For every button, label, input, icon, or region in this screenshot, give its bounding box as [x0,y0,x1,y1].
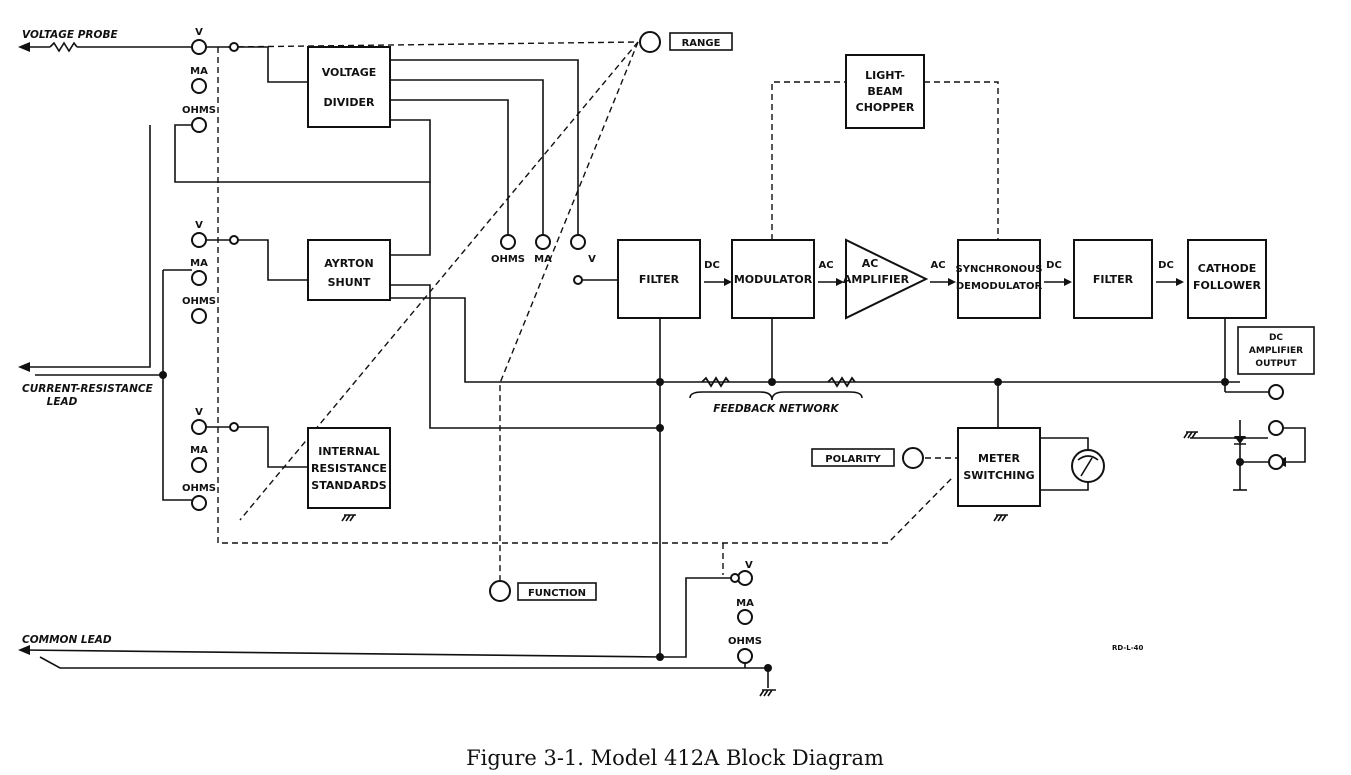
signal-labels: DC AC AC DC DC [704,260,1174,271]
feedback-network-label: FEEDBACK NETWORK [713,403,839,415]
sw3-ma-label: MA [190,445,208,456]
modulator-label: MODULATOR [734,273,813,286]
output-diode-icon [1234,436,1246,444]
wiring [21,41,1306,688]
switch-terminals [191,39,1284,664]
ac-amplifier-label-1: AC [862,257,879,270]
switch-labels: V MA OHMS V MA OHMS V MA OHMS OHMS MA V … [182,27,762,647]
ac-amplifier-label-2: AMPLIFIER [843,273,910,286]
sw2-v-label: V [195,220,203,231]
signal-arrows [18,42,1286,655]
cathode-label-2: FOLLOWER [1193,279,1261,292]
meter-icon [1071,449,1105,483]
output-label-2: AMPLIFIER [1249,346,1303,356]
meter-switching-block: METER SWITCHING [957,427,1041,507]
signal-dc-2: DC [1046,260,1062,271]
chopper-label-3: CHOPPER [856,101,915,114]
filter-out-block: FILTER [1073,239,1153,319]
chopper-label-1: LIGHT- [865,69,905,82]
ground-symbols [341,431,1247,697]
sw1-ma-label: MA [190,66,208,77]
signal-ac-1: AC [818,260,833,271]
internal-resistance-block: INTERNAL RESISTANCE STANDARDS [307,427,391,509]
signal-dc-3: DC [1158,260,1174,271]
dc-amplifier-output-box: DC AMPLIFIER OUTPUT [1237,326,1315,375]
ayrton-shunt-label-1: AYRTON [324,257,373,270]
sw2-ma-label: MA [190,258,208,269]
chopper-label-2: BEAM [867,85,902,98]
sync-demodulator-block: SYNCHRONOUS DEMODULATOR [956,239,1043,319]
figure-caption: Figure 3-1. Model 412A Block Diagram [466,746,884,770]
filter-in-label: FILTER [639,273,680,286]
sw4-ohms-label: OHMS [728,636,762,647]
voltage-divider-block: VOLTAGE DIVIDER [307,46,391,128]
sw1-ohms-label: OHMS [182,105,216,116]
sync-demod-label-1: SYNCHRONOUS [956,264,1043,275]
sw4-ma-label: MA [736,598,754,609]
sw3-ohms-label: OHMS [182,483,216,494]
modulator-block: MODULATOR [731,239,815,319]
ac-amplifier-block: AC AMPLIFIER [843,238,929,320]
current-resistance-label-1: CURRENT-RESISTANCE [22,383,154,395]
sel-ma-label: MA [534,254,552,265]
voltage-divider-label-2: DIVIDER [324,96,375,109]
sw3-v-label: V [195,407,203,418]
output-label-3: OUTPUT [1255,359,1297,369]
voltage-probe-label: VOLTAGE PROBE [22,29,118,41]
signal-ac-2: AC [930,260,945,271]
common-lead-label: COMMON LEAD [22,634,112,646]
sw4-v-label: V [745,560,753,571]
voltage-divider-label-1: VOLTAGE [322,66,377,79]
feedback-resistors [689,376,863,401]
light-beam-chopper-block: LIGHT- BEAM CHOPPER [845,54,925,129]
cathode-label-1: CATHODE [1198,262,1256,275]
junction-dots [159,371,1244,672]
meter-switching-label-1: METER [978,452,1020,465]
sel-ohms-label: OHMS [491,254,525,265]
internal-resistance-label-2: RESISTANCE [311,462,387,475]
signal-dc-1: DC [704,260,720,271]
sw2-ohms-label: OHMS [182,296,216,307]
sel-v-label: V [588,254,596,265]
range-label: RANGE [682,38,721,49]
polarity-label: POLARITY [825,454,881,465]
sync-demod-label-2: DEMODULATOR [956,281,1043,292]
polarity-control[interactable]: POLARITY [811,447,924,469]
internal-resistance-label-3: STANDARDS [311,479,387,492]
cathode-follower-block: CATHODE FOLLOWER [1187,239,1267,319]
range-control[interactable]: RANGE [639,31,733,53]
sw1-v-label: V [195,27,203,38]
filter-out-label: FILTER [1093,273,1134,286]
meter-switching-label-2: SWITCHING [963,469,1034,482]
reference-mark: RD-L-40 [1112,644,1143,652]
ayrton-shunt-label-2: SHUNT [328,276,371,289]
current-resistance-label-2: LEAD [47,396,78,408]
function-label: FUNCTION [528,588,586,599]
ayrton-shunt-block: AYRTON SHUNT [307,239,391,301]
internal-resistance-label-1: INTERNAL [318,445,380,458]
filter-in-block: FILTER [617,239,701,319]
function-control[interactable]: FUNCTION [489,580,597,602]
output-label-1: DC [1269,333,1283,343]
